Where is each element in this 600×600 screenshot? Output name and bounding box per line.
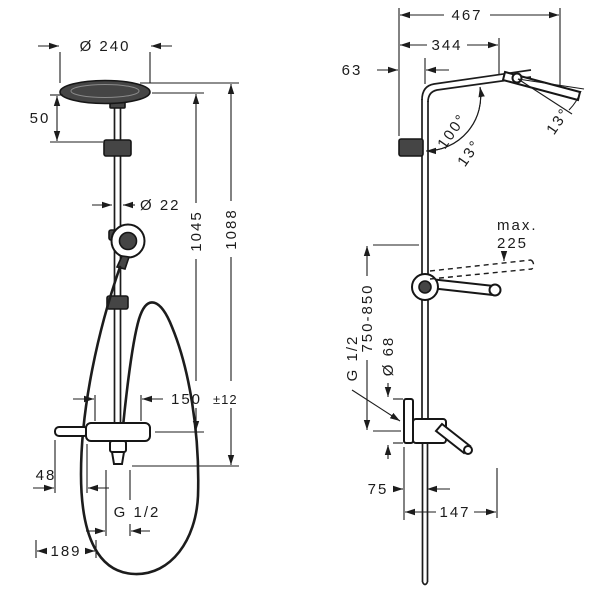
dim-height-1088: 1088 <box>132 82 240 467</box>
side-view: 467 344 63 100° 13° 13° max. 225 <box>342 7 585 586</box>
depth-344-label: 344 <box>431 37 462 54</box>
dim-width-48: 48 <box>33 440 109 493</box>
height-50-label: 50 <box>30 110 51 127</box>
dim-escutcheon: Ø 68 <box>380 336 403 459</box>
thread-front-label: G 1/2 <box>114 504 161 521</box>
width-189-label: 189 <box>50 543 81 560</box>
max-label: max. <box>497 217 538 234</box>
dim-depth-467: 467 <box>398 7 561 136</box>
dim-height-range: 750-850 <box>359 244 419 432</box>
shower-hose <box>79 265 200 576</box>
dim-height-1045: 1045 <box>152 92 205 433</box>
dim-thread-side: G 1/2 <box>344 335 401 422</box>
dim-union-distance: 150 ±12 <box>73 391 238 421</box>
hand-shower-front <box>108 223 146 270</box>
head-tilt-lines <box>517 78 585 115</box>
angle-arc-100 <box>425 86 485 155</box>
height-range-label: 750-850 <box>359 283 376 352</box>
front-view: Ø 240 50 Ø 22 1045 <box>30 38 240 576</box>
wall-bracket-side <box>398 138 424 157</box>
thread-side-label: G 1/2 <box>344 335 361 382</box>
dim-depth-147: 147 <box>405 468 498 521</box>
dim-depth-344: 344 <box>400 37 500 74</box>
max-value-label: 225 <box>497 235 528 252</box>
depth-147-label: 147 <box>439 504 470 521</box>
mixer-side <box>403 398 473 455</box>
angle-13-upper-label: 13° <box>454 137 484 170</box>
offset-63-label: 63 <box>342 62 363 79</box>
dim-max-extension: max. 225 <box>497 217 538 261</box>
offset-75-label: 75 <box>368 481 389 498</box>
height-1088-label: 1088 <box>223 208 240 249</box>
height-1045-label: 1045 <box>188 210 205 251</box>
depth-467-label: 467 <box>451 7 482 24</box>
outlet-pipe-side <box>421 444 429 586</box>
wall-bracket-front <box>103 139 132 157</box>
mixer-front <box>54 422 151 465</box>
head-diameter-label: Ø 240 <box>80 38 131 55</box>
dim-pipe-diameter: Ø 22 <box>92 197 181 214</box>
dim-offset-75: 75 <box>368 447 450 520</box>
dim-thread-front: G 1/2 <box>86 470 161 536</box>
dim-width-189: 189 <box>35 540 97 560</box>
hand-shower-side <box>411 273 502 301</box>
escutcheon-diameter-label: Ø 68 <box>380 336 397 377</box>
union-distance-label: 150 <box>171 391 202 408</box>
overhead-shower-face <box>70 84 140 98</box>
union-tolerance-label: ±12 <box>213 392 238 407</box>
dim-height-50: 50 <box>30 94 103 143</box>
overhead-shower <box>59 79 151 105</box>
dim-offset-63: 63 <box>342 58 449 84</box>
dim-head-diameter: Ø 240 <box>38 38 172 83</box>
slider-clamp-front <box>106 295 129 310</box>
pipe-diameter-label: Ø 22 <box>140 197 181 214</box>
shower-head-side <box>501 70 582 102</box>
width-48-label: 48 <box>36 467 57 484</box>
hand-shower-side-max <box>429 259 535 280</box>
